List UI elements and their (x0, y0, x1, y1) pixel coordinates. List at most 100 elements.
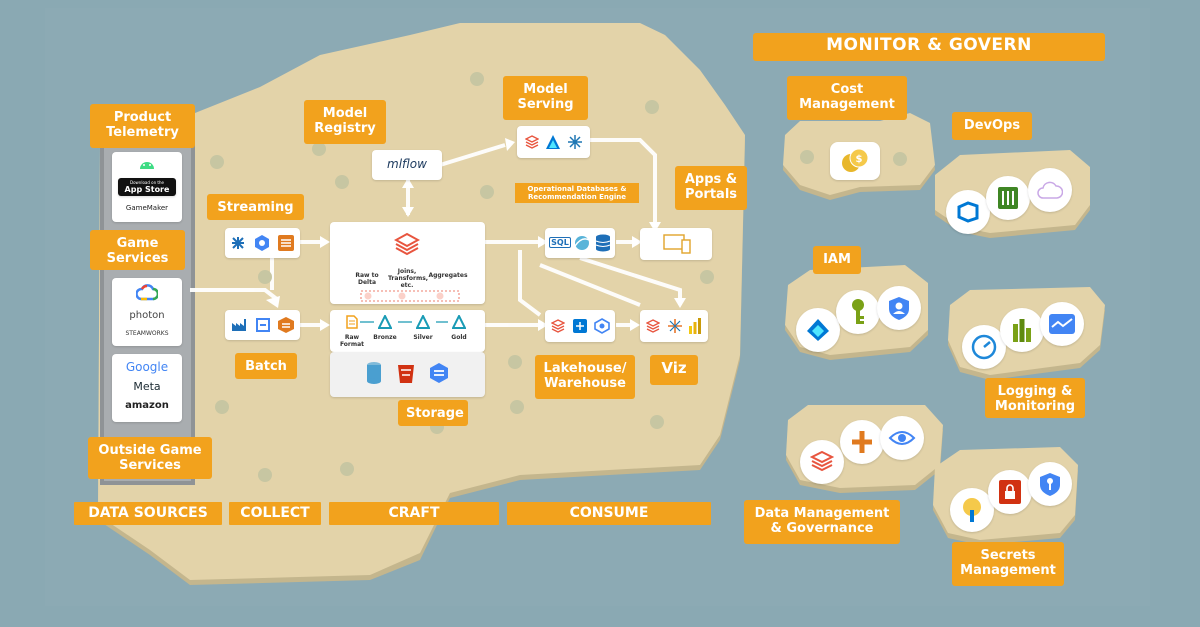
viz-card (640, 310, 708, 342)
cloudwatch-card (1000, 308, 1044, 352)
viz-label: Viz (650, 355, 698, 385)
databricks-icon (394, 232, 420, 256)
dataplex-card (880, 416, 924, 460)
kinesis-icon (278, 235, 294, 251)
tree (335, 175, 349, 189)
tree (258, 270, 272, 284)
operational-db-label: Operational Databases & Recommendation E… (515, 183, 639, 203)
tree (210, 155, 224, 169)
silver-text: Silver (413, 334, 433, 341)
model-serving-label: Model Serving (503, 76, 588, 120)
tree (258, 468, 272, 482)
telemetry-card: Download on the App Store GameMaker (112, 152, 182, 222)
delta-stages-icon (360, 290, 460, 302)
footer-collect: COLLECT (229, 502, 321, 525)
outside-services-card: Google Meta amazon (112, 354, 182, 422)
power-bi-icon (689, 318, 701, 334)
footer-craft: CRAFT (329, 502, 499, 525)
databricks-serving-icon (525, 135, 539, 149)
tree (645, 100, 659, 114)
raw-format-text: Raw Format (339, 334, 365, 348)
devops-label: DevOps (952, 112, 1032, 140)
tree (508, 355, 522, 369)
databricks-governance-icon (810, 450, 834, 472)
pubsub-icon (255, 235, 269, 251)
gold-delta-icon (452, 315, 466, 329)
secrets-management-label: Secrets Management (952, 542, 1064, 586)
bronze-delta-icon (378, 315, 392, 329)
gauge-icon (971, 334, 997, 360)
secrets-manager-card (988, 470, 1032, 514)
raw-to-delta-text: Raw to Delta (355, 272, 379, 286)
azure-ad-card (796, 308, 840, 352)
google-logo: Google (125, 360, 169, 374)
coins-icon: $ (842, 148, 869, 172)
key-card (836, 290, 880, 334)
tree (312, 142, 326, 156)
tableau-serving-icon (568, 135, 582, 149)
outside-game-services-label: Outside Game Services (88, 437, 212, 479)
devices-icon (663, 234, 691, 254)
tree (800, 150, 814, 164)
google-cloud-icon (136, 284, 158, 301)
mlflow-card[interactable]: mlflow (372, 150, 442, 180)
cosmos-db-icon (574, 236, 590, 250)
bigquery-icon (594, 318, 610, 334)
gold-text: Gold (451, 334, 467, 341)
key-vault-icon (963, 498, 981, 522)
game-services-label: Game Services (90, 230, 185, 270)
aggregates-text: Aggregates (428, 272, 468, 279)
lake-formation-icon (852, 431, 872, 453)
apps-portals-label: Apps & Portals (675, 166, 747, 210)
game-services-card: photon STEAMWORKS (112, 278, 182, 346)
tree (700, 270, 714, 284)
secret-manager-card (1028, 462, 1072, 506)
eye-icon (888, 431, 916, 445)
batch-card (225, 310, 300, 340)
data-management-label: Data Management & Governance (744, 500, 900, 544)
gamemaker-logo: GameMaker (125, 204, 169, 212)
s3-icon (398, 365, 414, 383)
codepipeline-card (986, 176, 1030, 220)
databricks-sql-icon (551, 319, 565, 333)
cost-card: $ (830, 142, 880, 180)
model-registry-label: Model Registry (304, 100, 386, 144)
streaming-card (225, 228, 300, 258)
steamworks-logo: STEAMWORKS (125, 330, 169, 337)
synapse-icon (573, 319, 587, 333)
medallion-card: Raw Format Bronze Silver Gold (330, 310, 485, 352)
app-store-badge[interactable]: Download on the App Store (118, 178, 176, 196)
event-hub-icon (232, 237, 244, 249)
storage-label: Storage (398, 400, 468, 426)
key-vault-card (950, 488, 994, 532)
database-icon (595, 234, 611, 252)
shield-user-icon (889, 297, 909, 320)
model-serving-card (517, 126, 590, 158)
tree (893, 152, 907, 166)
logging-monitoring-label: Logging & Monitoring (985, 378, 1085, 418)
medallion-arrows (360, 321, 448, 323)
transfer-icon (256, 318, 270, 332)
identity-card (877, 286, 921, 330)
factory-icon (232, 319, 246, 331)
batch-label: Batch (235, 353, 297, 379)
lakehouse-label: Lakehouse/ Warehouse (535, 355, 635, 399)
monitor-govern-header: MONITOR & GOVERN (753, 33, 1105, 61)
joins-text: Joins, Transforms, etc. (388, 268, 429, 289)
tree (340, 462, 354, 476)
lake-formation-card (840, 420, 884, 464)
footer-consume: CONSUME (507, 502, 711, 525)
cloud-build-card (1028, 168, 1072, 212)
product-telemetry-label: Product Telemetry (90, 104, 195, 148)
gcs-icon (430, 363, 448, 383)
operational-db-card: SQL (545, 228, 615, 258)
blob-storage-icon (367, 362, 381, 384)
meta-logo: Meta (133, 380, 161, 393)
mlflow-logo: mlflow (387, 157, 427, 171)
operations-card (1040, 302, 1084, 346)
svg-text:$: $ (856, 154, 863, 165)
azure-ad-icon (807, 319, 829, 341)
sql-icon: SQL (549, 237, 571, 248)
chart-line-icon (1049, 314, 1075, 334)
